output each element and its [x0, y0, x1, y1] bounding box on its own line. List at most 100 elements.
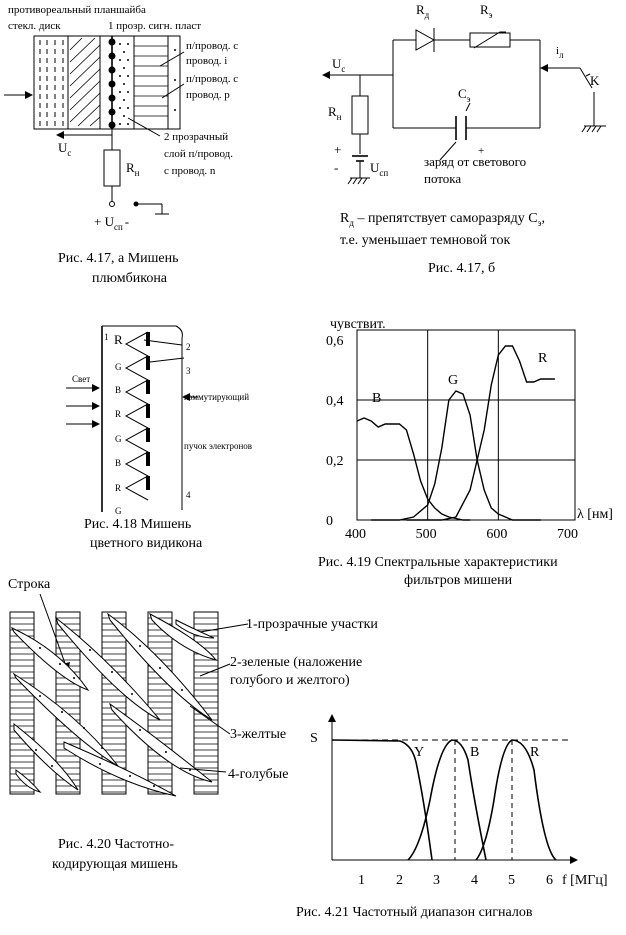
series-label-r: R — [538, 351, 548, 366]
series-line-r — [406, 345, 555, 521]
y-tick-label: 0 — [326, 514, 333, 529]
diagonal-bands — [10, 612, 218, 797]
fig-4-17b: Rд Rэ Cэ + заряд от светового потока Uс … — [322, 2, 606, 276]
label-layer2-c: с провод. n — [164, 165, 216, 177]
hatched-layer — [69, 37, 101, 127]
dotted-layer — [119, 43, 129, 125]
resistor-rn-b — [351, 95, 369, 135]
x-tick-label: 500 — [416, 527, 437, 542]
legend-blue: 4-голубые — [228, 767, 288, 782]
chart-grid — [357, 330, 575, 520]
fig-4-18: 1 2 3 4 R G B R G B R G Свет коммутирующ… — [66, 325, 252, 551]
chart-ylabel: чувствит. — [330, 317, 386, 332]
fig-4-20: Строка 1-прозрачные уч — [8, 577, 378, 872]
label-ce: Cэ — [458, 86, 471, 104]
label-n3: 3 — [186, 366, 191, 376]
label-charge-line1: заряд от светового — [424, 154, 526, 169]
label-n4: 4 — [186, 490, 191, 500]
striped-layer — [134, 45, 168, 117]
label-s: S — [310, 731, 318, 746]
label-minus: - — [334, 160, 338, 175]
label-electron-beam: пучок электронов — [184, 441, 252, 451]
label-rn-b: Rн — [328, 104, 342, 122]
label-usp: + Uсп- — [94, 214, 129, 232]
target-body — [33, 35, 181, 130]
label-rn: Rн — [126, 160, 140, 178]
note-dark-current: т.е. уменьшает темновой ток — [340, 233, 510, 248]
x-tick-label: 700 — [557, 527, 578, 542]
label-b: B — [470, 745, 479, 760]
svg-text:R: R — [114, 332, 123, 347]
caption-fig-4-19-line1: Рис. 4.19 Спектральные характеристики — [318, 555, 558, 570]
svg-text:G: G — [115, 506, 122, 516]
label-transparent-layer: 1 прозр. сигн. пласт — [108, 20, 201, 32]
key-k — [579, 67, 593, 89]
f-axis-label: f [МГц] — [562, 873, 608, 888]
legend-transparent: 1-прозрачные участки — [246, 617, 378, 632]
legend-yellow: 3-желтые — [230, 727, 286, 742]
stripe-column — [101, 611, 127, 795]
label-plus: + — [334, 142, 341, 157]
tick-6: 6 — [546, 873, 553, 888]
caption-fig-4-21: Рис. 4.21 Частотный диапазон сигналов — [296, 905, 533, 920]
label-semi-c2: п/провод. с — [186, 73, 238, 85]
legend-green-line1: 2-зеленые (наложение — [230, 655, 362, 670]
label-n2: 2 — [186, 342, 191, 352]
label-uc-b: Uс — [332, 56, 345, 74]
stripe-column — [55, 611, 81, 795]
svg-text:R: R — [115, 409, 121, 419]
caption-fig-4-20-line1: Рис. 4.20 Частотно- — [58, 837, 174, 852]
chart-xlabel: λ [нм] — [577, 507, 613, 522]
band-dots — [35, 645, 191, 787]
svg-text:G: G — [115, 434, 122, 444]
caption-fig-4-18-line2: цветного видикона — [90, 536, 203, 551]
stripe-column — [9, 611, 35, 795]
fig-4-17a: противореальный планшайба стекл. диск 1 … — [4, 4, 238, 286]
legend-green-line2: голубого и желтого) — [230, 673, 350, 688]
stripe-column — [147, 611, 173, 795]
y-tick-label: 0,2 — [326, 454, 344, 469]
series-line-g — [371, 390, 541, 521]
label-uc: Uс — [58, 140, 71, 158]
label-y: Y — [414, 745, 424, 760]
label-glass-disk: стекл. диск — [8, 20, 61, 32]
curve-b — [407, 739, 487, 861]
fig-4-21: S Y B R 1 2 3 4 5 6 f [МГц] Рис. 4.21 Ча… — [296, 714, 608, 920]
chart-series: B G R — [356, 345, 555, 521]
label-rd: Rд — [416, 2, 430, 20]
label-il: iл — [556, 45, 564, 60]
label-faceplate: противореальный планшайба — [8, 4, 146, 16]
tick-2: 2 — [396, 873, 403, 888]
label-r: R — [530, 745, 540, 760]
label-charge-line2: потока — [424, 171, 461, 186]
rgb-filter-letters: R G B R G B R G — [114, 332, 123, 516]
label-layer2-b: слой п/провод. — [164, 148, 233, 160]
diode — [415, 29, 436, 51]
tick-4: 4 — [471, 873, 478, 888]
label-layer2-a: 2 прозрачный — [164, 131, 228, 143]
caption-fig-4-17b: Рис. 4.17, б — [428, 261, 495, 276]
label-commutating: коммутирующий — [184, 392, 249, 402]
dot-column — [108, 38, 116, 129]
y-tick-label: 0,6 — [326, 334, 344, 349]
series-label-b: B — [372, 391, 381, 406]
caption-fig-4-20-line2: кодирующая мишень — [52, 857, 178, 872]
x-tick-label: 400 — [345, 527, 366, 542]
caption-fig-4-17a-line2: плюмбикона — [92, 271, 168, 286]
note-rd: Rд – препятствует саморазряду Сэ, — [340, 211, 545, 228]
signal-plate-segments — [146, 332, 150, 490]
resistor-rn — [103, 149, 121, 187]
svg-text:R: R — [115, 483, 121, 493]
series-label-g: G — [448, 373, 458, 388]
series-line-b — [356, 417, 471, 521]
chart-y-ticks: 00,20,40,6 — [326, 334, 344, 529]
tick-3: 3 — [433, 873, 440, 888]
svg-text:B: B — [115, 458, 121, 468]
label-stroka: Строка — [8, 577, 51, 592]
p-layer-dots — [174, 49, 176, 111]
tick-5: 5 — [508, 873, 515, 888]
label-n1: 1 — [104, 332, 109, 342]
caption-fig-4-17a-line1: Рис. 4.17, а Мишень — [58, 251, 179, 266]
